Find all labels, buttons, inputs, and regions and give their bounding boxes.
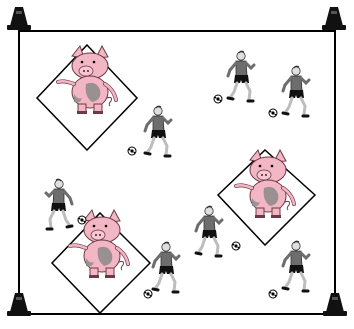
soccer-player-icon — [228, 51, 254, 101]
cone-bottom-right — [323, 293, 347, 316]
player-top-right-1 — [214, 51, 254, 103]
soccer-player-icon — [46, 179, 72, 229]
soccer-player-icon — [196, 206, 222, 256]
soccer-player-icon — [283, 66, 309, 116]
player-top-right-2 — [269, 66, 309, 117]
soccer-ball-icon — [144, 290, 152, 298]
player-bottom-center — [144, 242, 179, 298]
pig-zone-top-left — [37, 45, 137, 150]
player-center-bottom — [196, 206, 240, 256]
soccer-ball-icon — [78, 216, 86, 224]
soccer-player-icon — [153, 242, 179, 292]
soccer-ball-icon — [232, 242, 240, 250]
pig-zone-bottom-left — [52, 210, 150, 313]
soccer-player-icon — [145, 106, 171, 156]
player-center — [128, 106, 171, 156]
soccer-ball-icon — [269, 290, 277, 298]
soccer-ball-icon — [269, 109, 277, 117]
pig-zone-right — [218, 150, 315, 245]
soccer-ball-icon — [128, 147, 136, 155]
soccer-player-icon — [283, 241, 309, 291]
player-left-mid — [46, 179, 86, 229]
player-bottom-right — [269, 241, 309, 298]
cone-top-right — [322, 7, 346, 30]
soccer-ball-icon — [214, 95, 222, 103]
cone-top-left — [7, 7, 31, 30]
cone-bottom-left — [7, 293, 31, 316]
